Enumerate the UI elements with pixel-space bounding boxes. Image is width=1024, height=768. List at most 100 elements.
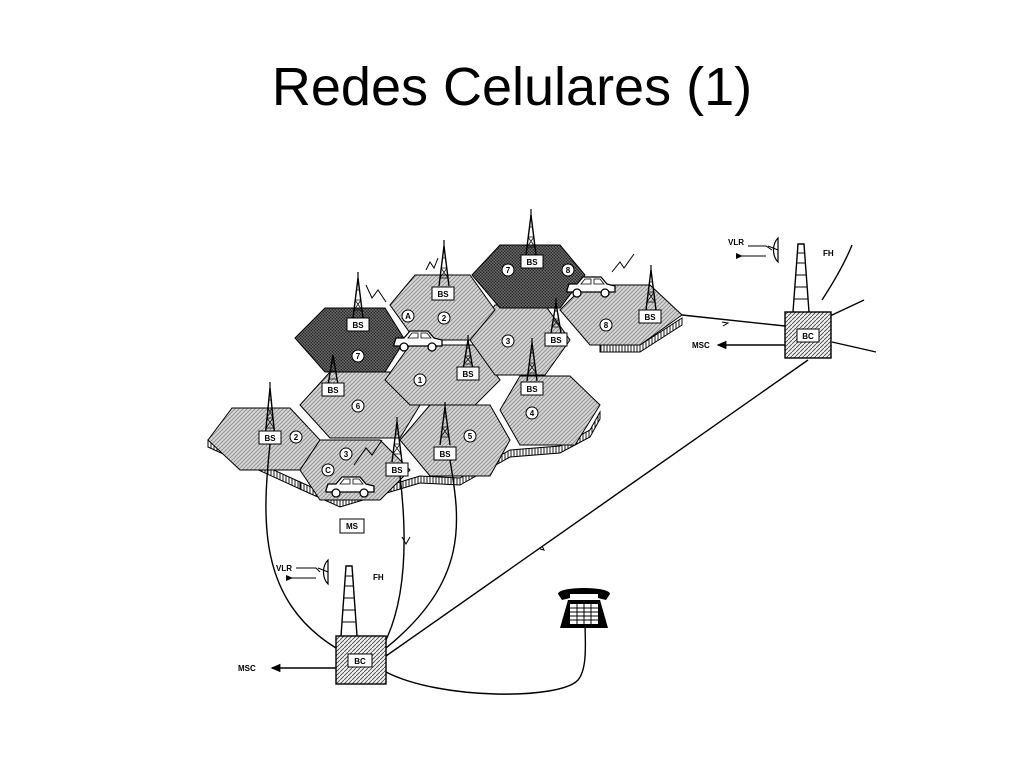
- link-fh-right: [821, 244, 853, 301]
- car-icon: [566, 276, 616, 298]
- cell-number: 7: [501, 263, 515, 277]
- bs-box: BS: [456, 366, 480, 381]
- hex-cell-grid: [207, 244, 683, 508]
- connection-lines: [265, 244, 877, 695]
- svg-text:BS: BS: [439, 450, 451, 459]
- svg-text:A: A: [405, 312, 411, 321]
- svg-text:BS: BS: [264, 434, 276, 443]
- cell-number: A: [401, 309, 415, 323]
- fh-label: FH: [373, 573, 384, 582]
- bs-box: BS: [431, 286, 455, 301]
- cell-number: 8: [599, 318, 613, 332]
- arrow-mark: [539, 545, 545, 551]
- link-bc-right-out-2: [831, 341, 877, 353]
- link-phone: [385, 621, 587, 695]
- msc-label-right: MSC: [692, 341, 710, 350]
- tower-icon: [526, 338, 538, 382]
- svg-text:BS: BS: [352, 321, 364, 330]
- svg-text:3: 3: [344, 450, 349, 459]
- dish-antenna-icon: [767, 236, 779, 264]
- hex-cell-7-top: [471, 244, 586, 309]
- cell-number: 2: [289, 430, 303, 444]
- tower-icon: [438, 240, 450, 287]
- car-icon: [393, 330, 443, 352]
- svg-text:2: 2: [294, 433, 299, 442]
- svg-text:5: 5: [468, 432, 473, 441]
- bs-box: BS: [346, 317, 370, 332]
- slide-title: Redes Celulares (1): [271, 57, 753, 117]
- link-bs-bottom-to-bc: [385, 475, 405, 641]
- svg-text:BS: BS: [550, 336, 562, 345]
- vlr-label: VLR: [728, 238, 744, 247]
- bc-station-right: VLR FH BC MSC: [692, 236, 834, 359]
- tower-icon: [439, 402, 451, 446]
- ms-label: MS: [339, 518, 365, 534]
- svg-text:BS: BS: [644, 313, 656, 322]
- arrow-mark: [721, 321, 730, 327]
- svg-text:8: 8: [566, 266, 571, 275]
- bs-box: BS: [321, 382, 345, 397]
- svg-text:7: 7: [356, 352, 361, 361]
- tower-icon: [352, 272, 364, 319]
- cell-number: 7: [351, 349, 365, 363]
- tower-icon: [264, 382, 276, 439]
- svg-text:1: 1: [418, 376, 423, 385]
- tower-icon: [462, 335, 474, 371]
- bs-box: BS: [385, 462, 409, 477]
- svg-text:BC: BC: [354, 657, 366, 666]
- svg-text:BS: BS: [526, 258, 538, 267]
- cell-number: 1: [413, 373, 427, 387]
- cell-number: 8: [561, 263, 575, 277]
- bc-station-left: VLR FH BC MSC: [238, 558, 387, 685]
- svg-text:4: 4: [530, 409, 535, 418]
- hex-cell-3-center: [469, 304, 571, 376]
- tower-icon: [340, 565, 358, 637]
- cell-number: 4: [525, 406, 539, 420]
- tower-icon: [391, 417, 403, 463]
- cell-number: C: [321, 463, 335, 477]
- telephone-icon: [558, 588, 610, 628]
- cell-number: 3: [501, 334, 515, 348]
- svg-text:BS: BS: [327, 386, 339, 395]
- svg-text:BS: BS: [462, 370, 474, 379]
- bs-box: BS: [638, 309, 662, 324]
- msc-label-left: MSC: [238, 664, 256, 673]
- link-bc-to-bc: [385, 359, 809, 657]
- svg-text:6: 6: [356, 402, 361, 411]
- svg-text:2: 2: [442, 314, 447, 323]
- tower-icon: [550, 298, 562, 334]
- bs-box: BS: [433, 446, 457, 461]
- svg-text:BS: BS: [437, 290, 449, 299]
- tower-icon: [645, 265, 657, 311]
- tower-icon: [327, 354, 339, 386]
- fh-label: FH: [823, 249, 834, 258]
- link-bs-to-bc-right: [681, 314, 786, 327]
- bs-box: BS: [520, 254, 544, 269]
- cell-number: 2: [437, 311, 451, 325]
- link-bs-right-to-bc: [385, 459, 458, 649]
- cell-number: 5: [463, 429, 477, 443]
- svg-text:BS: BS: [391, 466, 403, 475]
- tower-icon: [792, 243, 810, 313]
- cell-number: 6: [351, 399, 365, 413]
- hex-cell-5: [399, 404, 511, 477]
- svg-text:8: 8: [604, 321, 609, 330]
- vlr-label: VLR: [276, 564, 292, 573]
- bs-box: BS: [258, 430, 282, 445]
- car-icon: [325, 476, 375, 498]
- tower-icon: [525, 209, 537, 256]
- svg-text:C: C: [325, 466, 331, 475]
- arrow-mark: [401, 536, 411, 546]
- svg-text:BC: BC: [802, 332, 814, 341]
- radio-signal: [353, 253, 635, 466]
- svg-text:BS: BS: [526, 385, 538, 394]
- link-bc-right-out-1: [829, 299, 865, 317]
- link-bs-left-to-bc: [265, 443, 337, 649]
- dish-antenna-icon: [317, 558, 329, 586]
- svg-text:7: 7: [506, 266, 511, 275]
- svg-text:MS: MS: [346, 522, 359, 531]
- bs-box: BS: [544, 332, 568, 347]
- cell-number: 3: [339, 447, 353, 461]
- bs-box: BS: [520, 381, 544, 396]
